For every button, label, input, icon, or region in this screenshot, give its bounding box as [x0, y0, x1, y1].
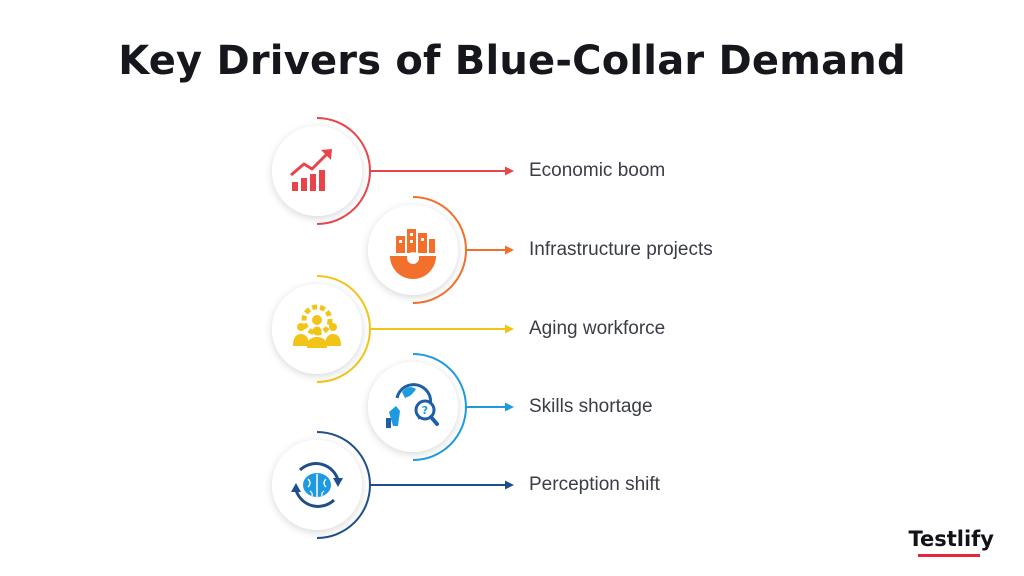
team-gear-icon	[293, 304, 341, 348]
driver-label: Aging workforce	[529, 318, 666, 339]
driver-label: Economic boom	[529, 160, 666, 181]
brand-logo: Testlify	[908, 527, 994, 551]
driver-label: Skills shortage	[529, 396, 653, 417]
growth-chart-icon	[290, 149, 332, 191]
brand-underline	[918, 554, 994, 557]
driver-label: Perception shift	[529, 474, 660, 495]
driver-circle	[368, 362, 458, 452]
arrow-head	[505, 166, 514, 176]
city-gear-icon	[390, 229, 436, 279]
driver-item-aging-workforce	[272, 275, 514, 383]
page-title: Key Drivers of Blue-Collar Demand	[118, 38, 906, 84]
driver-label: Infrastructure projects	[529, 239, 713, 260]
arrow-head	[505, 402, 514, 412]
driver-item-perception-shift	[272, 431, 514, 539]
driver-circle	[272, 126, 362, 216]
svg-text:?: ?	[422, 404, 428, 417]
arrow-head	[505, 480, 514, 490]
arrow-head	[505, 324, 514, 334]
global-search-icon: ?	[386, 383, 439, 428]
driver-item-economic-boom	[272, 117, 514, 225]
arrow-head	[505, 245, 514, 255]
brain-refresh-icon	[291, 462, 343, 508]
driver-item-infrastructure-projects	[368, 196, 514, 304]
driver-item-skills-shortage: ?	[368, 353, 514, 461]
